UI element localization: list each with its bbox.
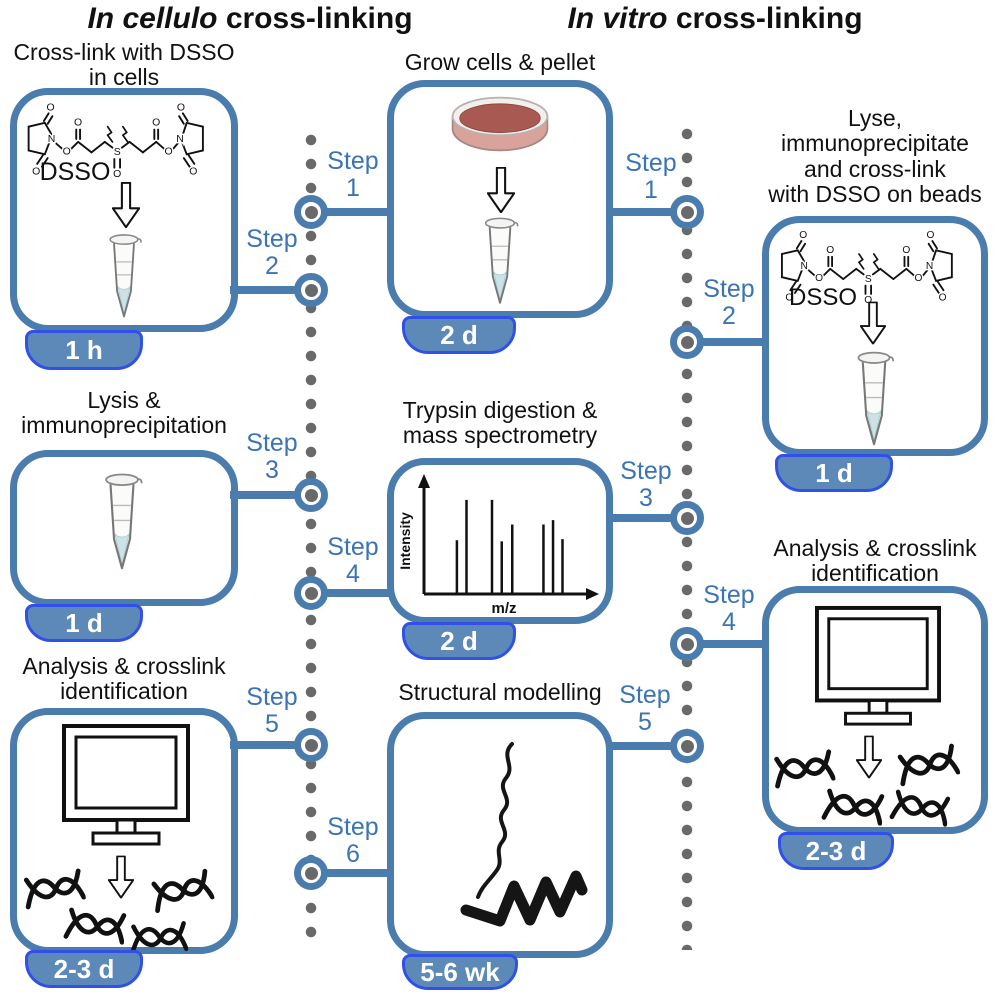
header-left-italic: In cellulo bbox=[87, 2, 218, 35]
connector-right-step2 bbox=[700, 338, 766, 346]
connector-right-step1 bbox=[606, 208, 674, 216]
crosslinked-peptides-icon bbox=[820, 781, 886, 831]
ring-left-step4 bbox=[294, 576, 328, 610]
duration-badge: 2 d bbox=[402, 316, 516, 354]
ring-left-step6 bbox=[294, 856, 328, 890]
connector-left-step1 bbox=[318, 208, 392, 216]
microcentrifuge-tube-icon bbox=[851, 350, 897, 452]
microcentrifuge-tube-icon bbox=[104, 230, 144, 326]
duration-badge: 5-6 wk bbox=[402, 954, 518, 990]
spectrum-xlabel: m/z bbox=[491, 600, 516, 616]
connector-right-step3 bbox=[606, 514, 674, 522]
spectrum-ylabel: Intensity bbox=[398, 512, 413, 570]
connector-left-step6 bbox=[324, 869, 392, 877]
connector-left-step5 bbox=[230, 741, 298, 749]
microcentrifuge-tube-icon bbox=[479, 216, 521, 310]
computer-monitor-icon bbox=[812, 604, 944, 730]
ring-left-step2 bbox=[294, 273, 328, 307]
header-in-cellulo: In cellulo cross-linking bbox=[55, 2, 445, 36]
header-left-rest: cross-linking bbox=[217, 2, 413, 35]
ring-right-step3 bbox=[670, 501, 704, 535]
ring-left-step1 bbox=[294, 195, 328, 229]
title-lysis-immunoprecipitation: Lysis &immunoprecipitation bbox=[21, 387, 227, 439]
protein-structure-icon bbox=[460, 742, 588, 927]
title-grow-cells-pellet: Grow cells & pellet bbox=[404, 49, 596, 75]
ring-left-step3 bbox=[294, 478, 328, 512]
duration-badge: 2-3 d bbox=[25, 950, 143, 988]
crosslinked-peptides-icon bbox=[887, 782, 952, 832]
ring-right-step5 bbox=[670, 729, 704, 763]
connector-right-step4 bbox=[700, 640, 766, 648]
down-arrow-icon bbox=[112, 182, 140, 228]
ring-right-step2 bbox=[670, 325, 704, 359]
left-dotted-timeline bbox=[305, 134, 317, 950]
dsso-label: DSSO bbox=[39, 158, 111, 186]
down-arrow-icon bbox=[856, 733, 882, 781]
crosslinked-peptides-icon bbox=[62, 900, 128, 950]
connector-left-step4 bbox=[324, 589, 392, 597]
duration-badge: 2 d bbox=[402, 622, 516, 660]
microcentrifuge-tube-icon bbox=[99, 466, 145, 582]
duration-badge: 2-3 d bbox=[778, 832, 894, 870]
down-arrow-icon bbox=[860, 300, 886, 346]
down-arrow-icon bbox=[487, 166, 515, 214]
header-in-vitro: In vitro cross-linking bbox=[520, 2, 910, 36]
down-arrow-icon bbox=[108, 854, 134, 900]
title-lyse-ip-crosslink-beads: Lyse, immunoprecipitate and cross-link w… bbox=[768, 105, 982, 207]
duration-badge: 1 d bbox=[775, 454, 893, 492]
header-right-rest: cross-linking bbox=[667, 2, 863, 35]
duration-badge: 1 h bbox=[25, 330, 143, 370]
connector-left-step3 bbox=[230, 491, 298, 499]
header-right-italic: In vitro bbox=[567, 2, 668, 35]
ring-right-step4 bbox=[670, 627, 704, 661]
title-trypsin-mass-spec: Trypsin digestion &mass spectrometry bbox=[402, 397, 598, 449]
connector-right-step5 bbox=[606, 742, 674, 750]
mass-spectrum-icon: Intensity m/z bbox=[398, 474, 599, 616]
ring-left-step5 bbox=[294, 728, 328, 762]
connector-left-step2 bbox=[230, 286, 298, 294]
petri-dish-icon bbox=[446, 86, 554, 162]
duration-badge: 1 d bbox=[25, 604, 143, 642]
right-dotted-timeline bbox=[681, 128, 693, 950]
title-structural-modelling: Structural modelling bbox=[398, 679, 602, 705]
dsso-label: DSSO bbox=[788, 284, 857, 311]
computer-monitor-icon bbox=[60, 722, 192, 850]
ring-right-step1 bbox=[670, 195, 704, 229]
